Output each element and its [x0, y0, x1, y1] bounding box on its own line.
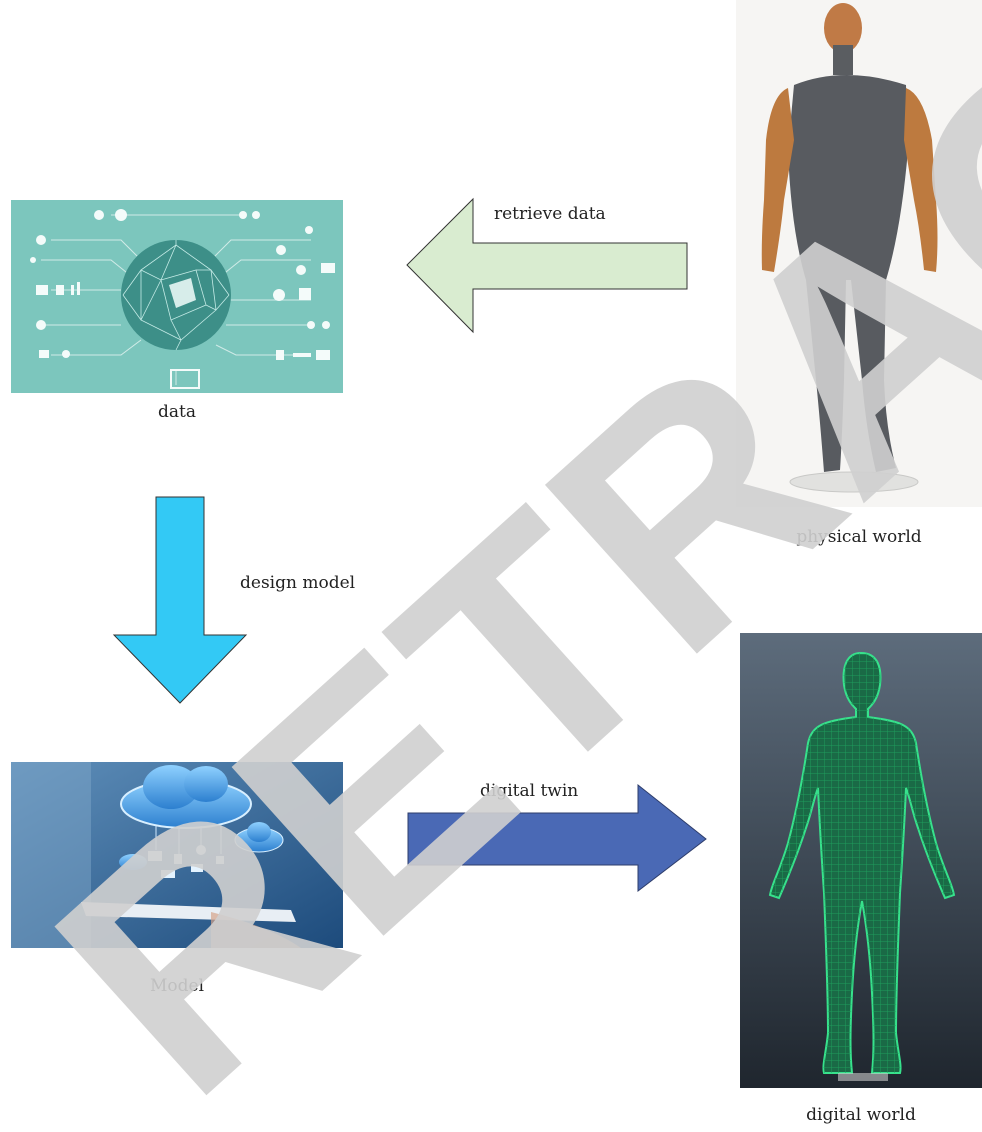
digital-world-wireframe-image	[740, 633, 982, 1088]
physical-world-mannequin-image	[736, 0, 982, 507]
model-cloud-image	[11, 762, 343, 948]
polygon-globe	[121, 240, 231, 350]
digital-twin-label: digital twin	[480, 781, 578, 801]
model-caption: Model	[11, 976, 343, 996]
digital-world-caption: digital world	[740, 1105, 982, 1125]
data-caption: data	[11, 402, 343, 422]
physical-world-caption: physical world	[736, 527, 982, 547]
design-model-label: design model	[240, 573, 355, 593]
data-network-image	[11, 200, 343, 393]
retrieve-data-label: retrieve data	[494, 204, 606, 224]
design-model-arrow	[112, 495, 248, 706]
